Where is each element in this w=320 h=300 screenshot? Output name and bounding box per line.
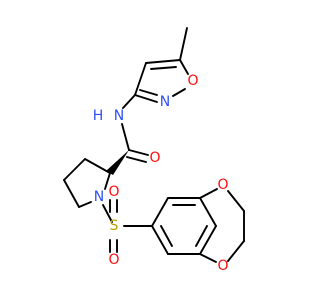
bond [122, 94, 136, 109]
atom-label-o-carbonyl: O [149, 150, 160, 166]
bond [145, 59, 181, 64]
bond [139, 89, 158, 96]
bond [151, 225, 169, 255]
atom-label-n-pyrrolidine: N [94, 189, 104, 205]
molecule-diagram: H N N O O N S O O O O [63, 27, 245, 274]
bond [63, 158, 86, 181]
bond [78, 201, 92, 208]
bond [195, 225, 208, 247]
atom-label-o-sulfonyl-top: O [108, 184, 119, 200]
bond [179, 27, 188, 61]
bond [199, 253, 217, 263]
atom-label-n-isoxazole: N [160, 94, 170, 110]
atom-label-n-amide: N [114, 108, 124, 124]
bond [227, 240, 245, 262]
atom-label-o-dioxole-bottom: O [217, 258, 228, 274]
bond [151, 197, 169, 227]
structure-canvas: H N N O O N S O O O O [63, 27, 245, 274]
bond [172, 88, 186, 97]
bond [104, 172, 111, 190]
bond [134, 62, 147, 96]
bond [126, 156, 147, 163]
atom-label-s-sulfonyl: S [110, 218, 119, 234]
atom-label-o-dioxole-top: O [217, 177, 228, 193]
bond [227, 190, 245, 212]
bond [150, 66, 177, 70]
bond [121, 123, 130, 151]
bond [199, 188, 218, 199]
bond [128, 149, 149, 156]
bond [199, 197, 217, 227]
bond-layer [63, 27, 245, 263]
bond [199, 225, 217, 255]
atom-label-o-sulfonyl-bottom: O [108, 252, 119, 268]
bond [134, 94, 158, 103]
bond [179, 59, 189, 75]
atom-label-h: H [93, 108, 104, 124]
bond [84, 158, 111, 174]
atom-label-layer: H N N O O N S O O O O [93, 73, 229, 274]
bond [63, 179, 80, 208]
stereo-wedge-bond [106, 150, 129, 175]
atom-label-o-isoxazole: O [187, 73, 198, 89]
bond [160, 225, 173, 247]
bond [102, 204, 113, 223]
